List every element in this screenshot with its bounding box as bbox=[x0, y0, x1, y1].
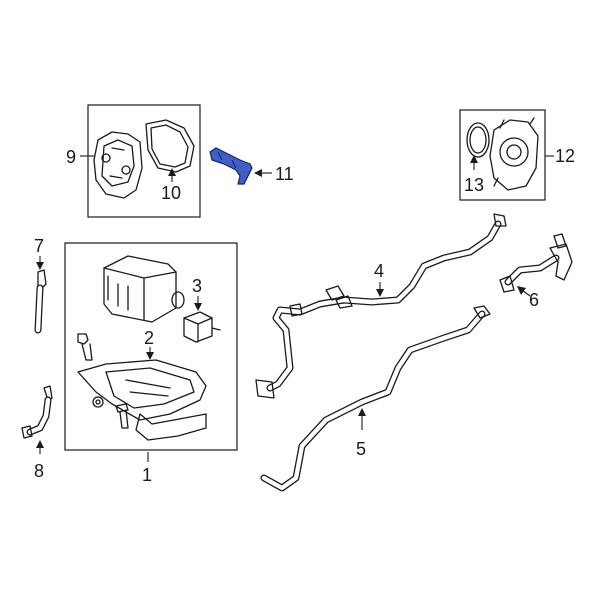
callout-6: 6 bbox=[529, 290, 539, 310]
group-box-12-13 bbox=[459, 109, 546, 201]
part-6-connector[interactable] bbox=[499, 233, 573, 293]
part-canister[interactable] bbox=[103, 255, 185, 323]
part-4-vapor-line[interactable] bbox=[255, 213, 507, 399]
arrow-11 bbox=[254, 169, 262, 177]
callout-10: 10 bbox=[161, 183, 181, 203]
arrow-13 bbox=[470, 155, 478, 163]
part-11-hose-highlighted[interactable] bbox=[209, 147, 253, 185]
arrow-3 bbox=[194, 303, 202, 311]
callout-12: 12 bbox=[555, 146, 575, 166]
group-box-9-10 bbox=[87, 104, 201, 218]
arrow-8 bbox=[36, 440, 44, 448]
callout-4: 4 bbox=[374, 261, 384, 281]
part-12-vacuum-pump[interactable] bbox=[489, 117, 539, 191]
part-9-valve-cover[interactable] bbox=[93, 131, 143, 199]
part-13-o-ring[interactable] bbox=[466, 122, 490, 158]
callout-5: 5 bbox=[356, 439, 366, 459]
group-box-1 bbox=[64, 242, 238, 451]
arrow-7 bbox=[36, 262, 44, 270]
part-10-gasket[interactable] bbox=[145, 119, 195, 173]
arrow-2 bbox=[146, 352, 154, 360]
part-8-sensor[interactable] bbox=[21, 385, 53, 439]
callout-11: 11 bbox=[275, 164, 294, 184]
arrow-4 bbox=[376, 289, 384, 297]
part-2-bracket[interactable] bbox=[77, 359, 207, 441]
arrow-5 bbox=[358, 408, 366, 416]
callout-2: 2 bbox=[144, 328, 154, 348]
callout-3: 3 bbox=[192, 276, 202, 296]
part-bolt-upper[interactable] bbox=[77, 333, 93, 361]
arrow-6 bbox=[517, 286, 526, 295]
callout-13: 13 bbox=[464, 175, 484, 195]
part-7-sensor[interactable] bbox=[34, 269, 47, 334]
arrow-10 bbox=[168, 168, 176, 176]
part-bolt-lower[interactable] bbox=[115, 403, 129, 429]
part-nut[interactable] bbox=[92, 396, 104, 408]
callout-9: 9 bbox=[66, 147, 76, 167]
part-3-valve[interactable] bbox=[183, 311, 221, 343]
callout-1: 1 bbox=[142, 465, 152, 485]
callout-8: 8 bbox=[34, 461, 44, 481]
callout-7: 7 bbox=[34, 236, 44, 256]
part-5-fuel-line[interactable] bbox=[260, 305, 491, 492]
